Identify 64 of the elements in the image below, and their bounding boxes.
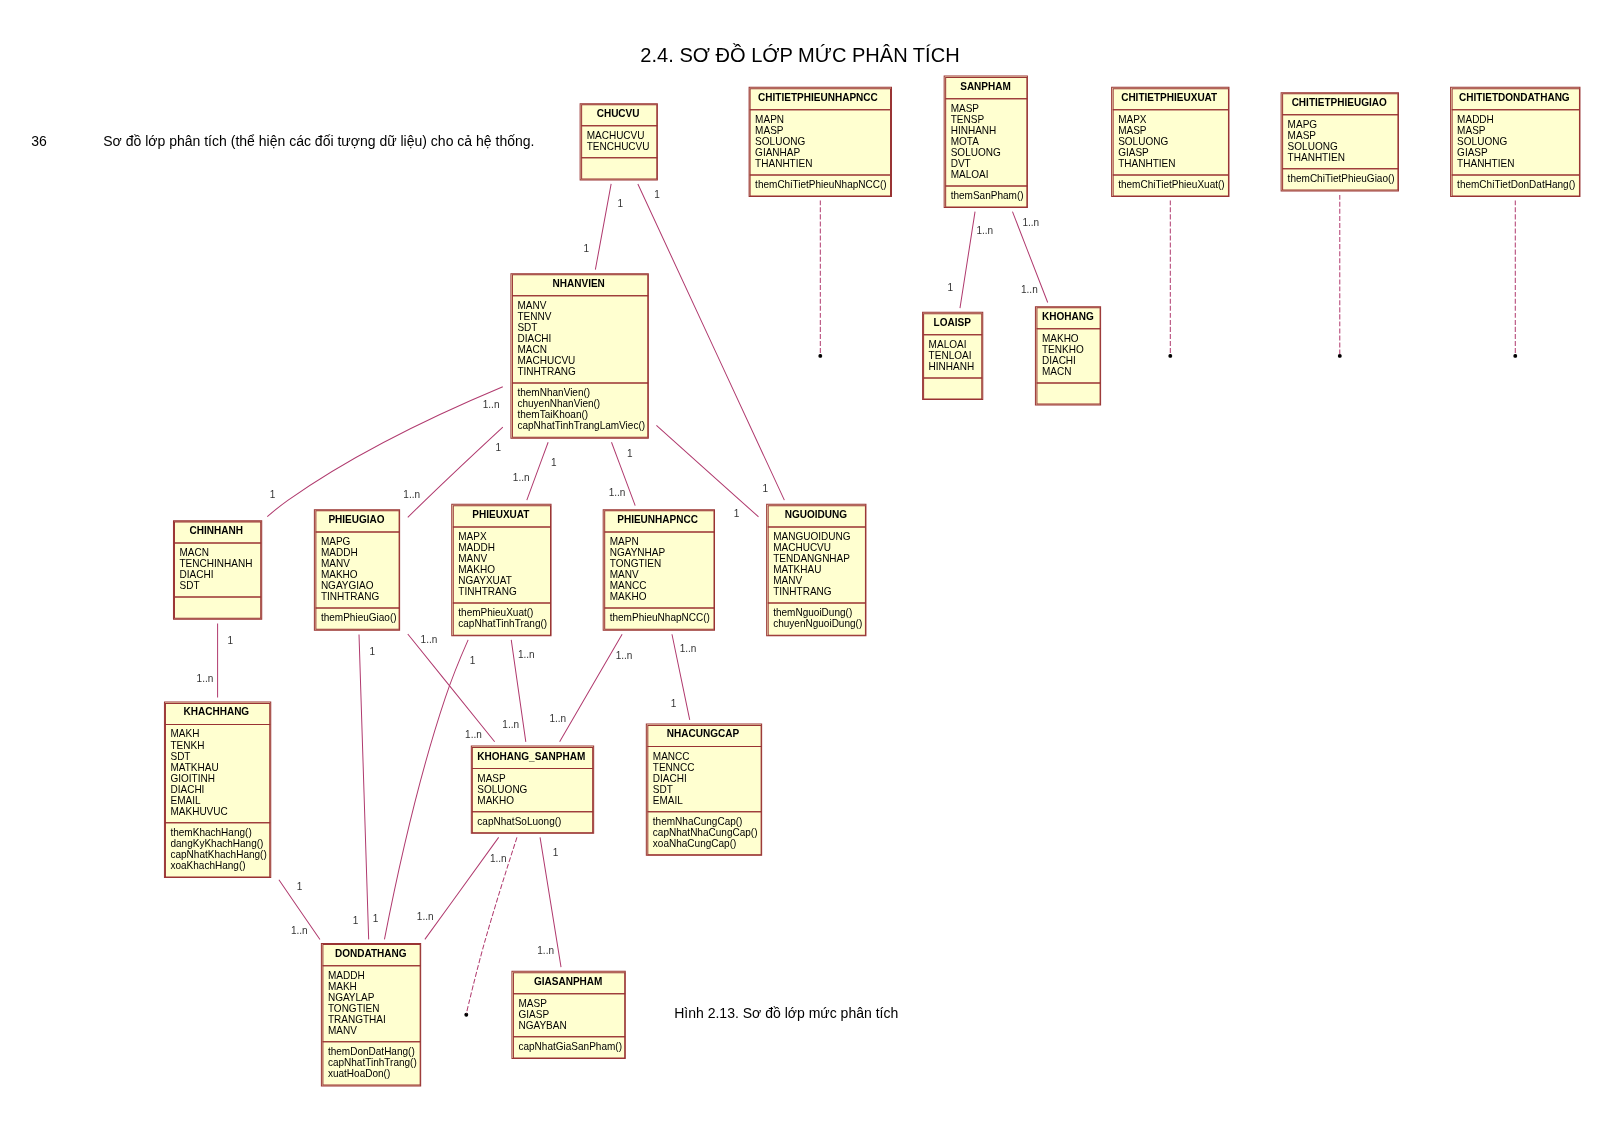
label: 1 [626,447,633,459]
connector [655,424,759,517]
label: 1..n [549,712,567,724]
label: 1 [583,242,589,254]
connector [1011,210,1049,303]
label: 1..n [290,924,308,936]
connector [266,385,504,517]
label: 1..n [512,471,530,483]
connector [358,633,370,940]
connector [526,441,549,501]
connector [1339,193,1341,355]
label: 1..n [416,910,434,922]
label: 1..n [1022,216,1040,228]
connector [383,638,469,940]
connector [1169,199,1171,355]
connector [278,878,321,940]
label: 1..n [615,649,633,661]
label: 1 [296,880,303,892]
connector [559,633,623,742]
label: 1 [762,482,769,494]
connector [611,441,636,506]
connector [407,632,496,742]
connector [959,210,976,309]
label: 1 [372,912,379,924]
label: 1 [495,441,501,453]
label: 1..n [608,486,626,498]
label: 1..n [465,728,482,740]
connector [594,182,612,270]
label: 1..n [403,488,421,500]
label: 1 [552,846,559,858]
label: 1 [352,914,359,926]
connector [671,633,691,720]
connector [424,836,500,940]
caption: Hình 2.13. Sơ đồ lớp mức phân tích [674,1004,899,1021]
label: 1 [550,456,557,468]
label: 1..n [420,633,438,645]
label: 1..n [517,648,535,660]
label: 1 [670,697,677,709]
label: 1..n [976,224,994,236]
label: 1 [227,634,234,646]
label: 1..n [502,718,520,730]
label: 1 [469,654,476,666]
connector [407,426,504,518]
label: 1 [617,197,624,209]
connector [539,836,562,968]
label: 36 [31,132,47,149]
label: 1..n [679,642,697,654]
label: Sơ đồ lớp phân tích (thể hiện các đối tượng dữ liệu) cho cả hệ thống. [103,132,535,149]
label: 1..n [1021,283,1038,295]
label: 1..n [489,852,507,864]
label: 1 [733,507,740,519]
connector [1514,199,1516,355]
connector [217,622,219,698]
connector [819,199,821,355]
label: 1..n [482,398,500,410]
label: 1 [369,645,376,657]
label: 1 [654,188,660,200]
connector [510,638,527,742]
connector [637,183,785,501]
label: 1..n [196,672,214,684]
label: 1 [947,281,954,293]
diagram-title: 2.4. SƠ ĐỒ LỚP MỨC PHÂN TÍCH [640,43,960,66]
label: 1 [269,488,276,500]
label: 1..n [537,944,555,956]
